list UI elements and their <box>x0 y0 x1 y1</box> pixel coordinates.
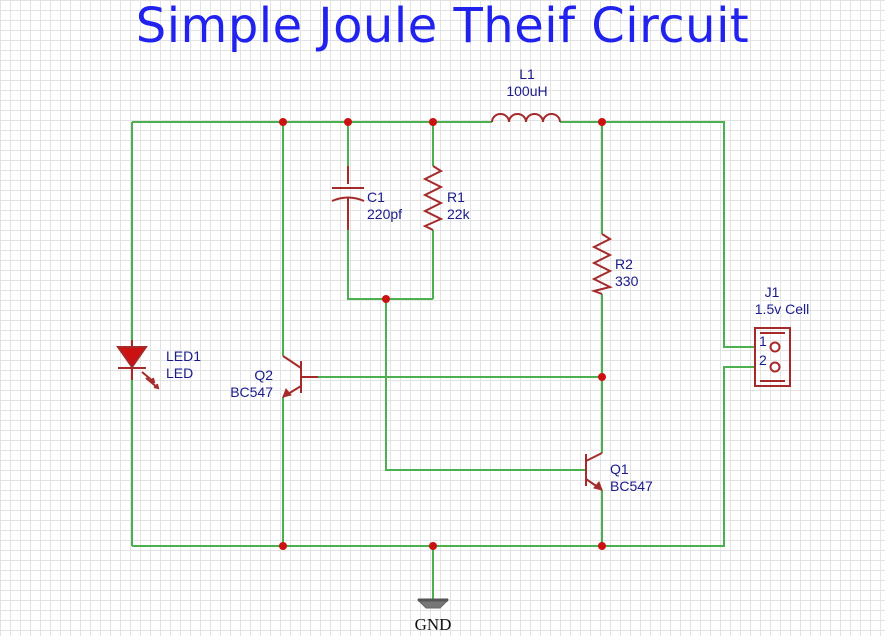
transistor-q1 <box>585 452 603 491</box>
q2-ref: Q2 <box>254 367 273 383</box>
transistor-q2 <box>282 355 318 398</box>
wire-top-right <box>560 121 755 348</box>
wire-bottom <box>132 366 755 547</box>
diagram-title: Simple Joule Theif Circuit <box>135 0 750 54</box>
j1-value: 1.5v Cell <box>755 301 809 317</box>
q1-value: BC547 <box>610 478 653 494</box>
c1-ref: C1 <box>367 189 385 205</box>
r2-ref: R2 <box>615 256 633 272</box>
r2-value: 330 <box>615 273 639 289</box>
j1-ref: J1 <box>765 284 780 300</box>
junction-dot <box>598 118 606 126</box>
r1-value: 22k <box>447 206 471 222</box>
c1-value: 220pf <box>367 206 402 222</box>
j1-pin1: 1 <box>759 333 767 349</box>
r1-ref: R1 <box>447 189 465 205</box>
junction-dot <box>598 542 606 550</box>
ground-symbol <box>416 598 450 609</box>
resistor-r1 <box>422 165 444 231</box>
q2-value: BC547 <box>230 384 273 400</box>
led1-ref: LED1 <box>166 348 201 364</box>
junction-dot <box>344 118 352 126</box>
junction-dot <box>279 118 287 126</box>
inductor-l1 <box>491 113 561 123</box>
junction-dot <box>382 295 390 303</box>
led-led1 <box>116 340 160 390</box>
l1-ref: L1 <box>519 66 535 82</box>
ground-label: GND <box>415 615 452 634</box>
capacitor-c1 <box>331 166 365 230</box>
j1-pin2: 2 <box>759 352 767 368</box>
led1-value: LED <box>166 365 193 381</box>
resistor-r2 <box>590 233 613 295</box>
junction-dot <box>279 542 287 550</box>
l1-value: 100uH <box>506 83 547 99</box>
junctions <box>279 118 606 550</box>
junction-dot <box>429 118 437 126</box>
junction-dot <box>429 542 437 550</box>
wire-feedback <box>385 299 586 471</box>
wire-c1-bottom <box>347 205 433 300</box>
wires <box>131 121 755 600</box>
connector-j1 <box>754 327 791 387</box>
q1-ref: Q1 <box>610 461 629 477</box>
junction-dot <box>598 373 606 381</box>
